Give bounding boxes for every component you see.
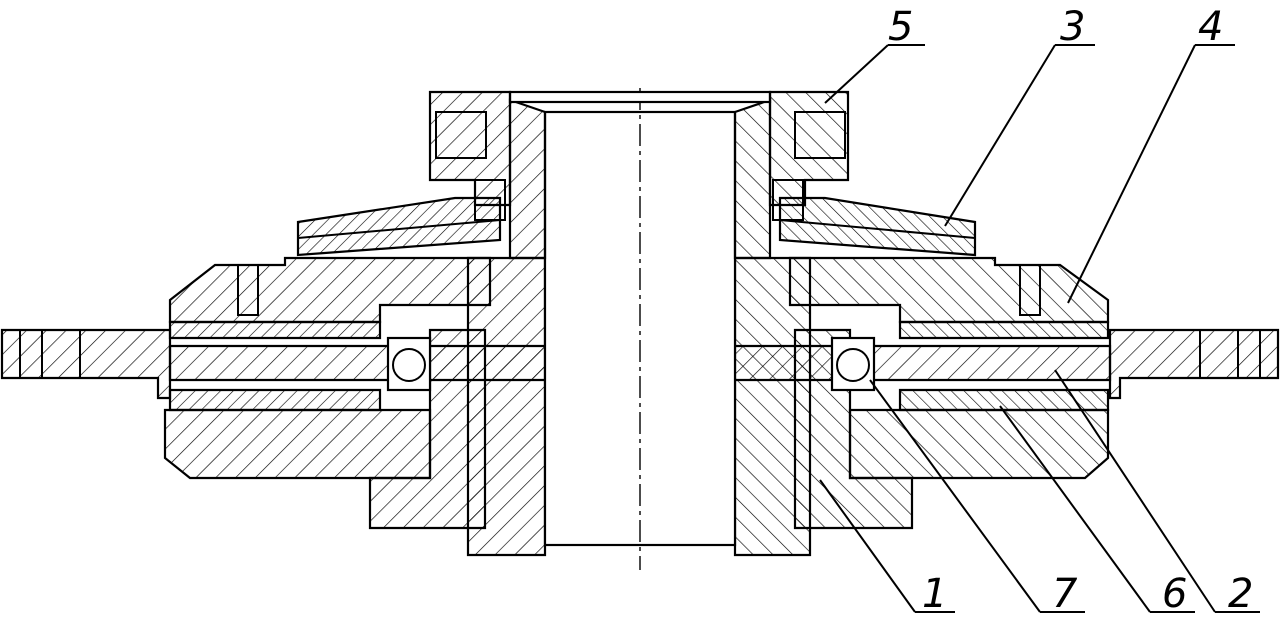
callout-4: 4 (1198, 4, 1223, 50)
callout-2: 2 (1228, 571, 1253, 617)
callout-3: 3 (1060, 4, 1085, 50)
callout-1: 1 (922, 571, 947, 617)
callout-6: 6 (1162, 571, 1187, 617)
lower-housing (163, 388, 1110, 480)
bearings (386, 336, 876, 392)
leader-lines (819, 44, 1260, 613)
callout-labels: 5 3 4 1 7 6 2 (888, 4, 1253, 617)
callout-5: 5 (888, 4, 913, 50)
inner-bore (508, 88, 772, 570)
conical-washers (296, 196, 977, 257)
central-hub (368, 256, 914, 557)
callout-7: 7 (1052, 571, 1078, 617)
